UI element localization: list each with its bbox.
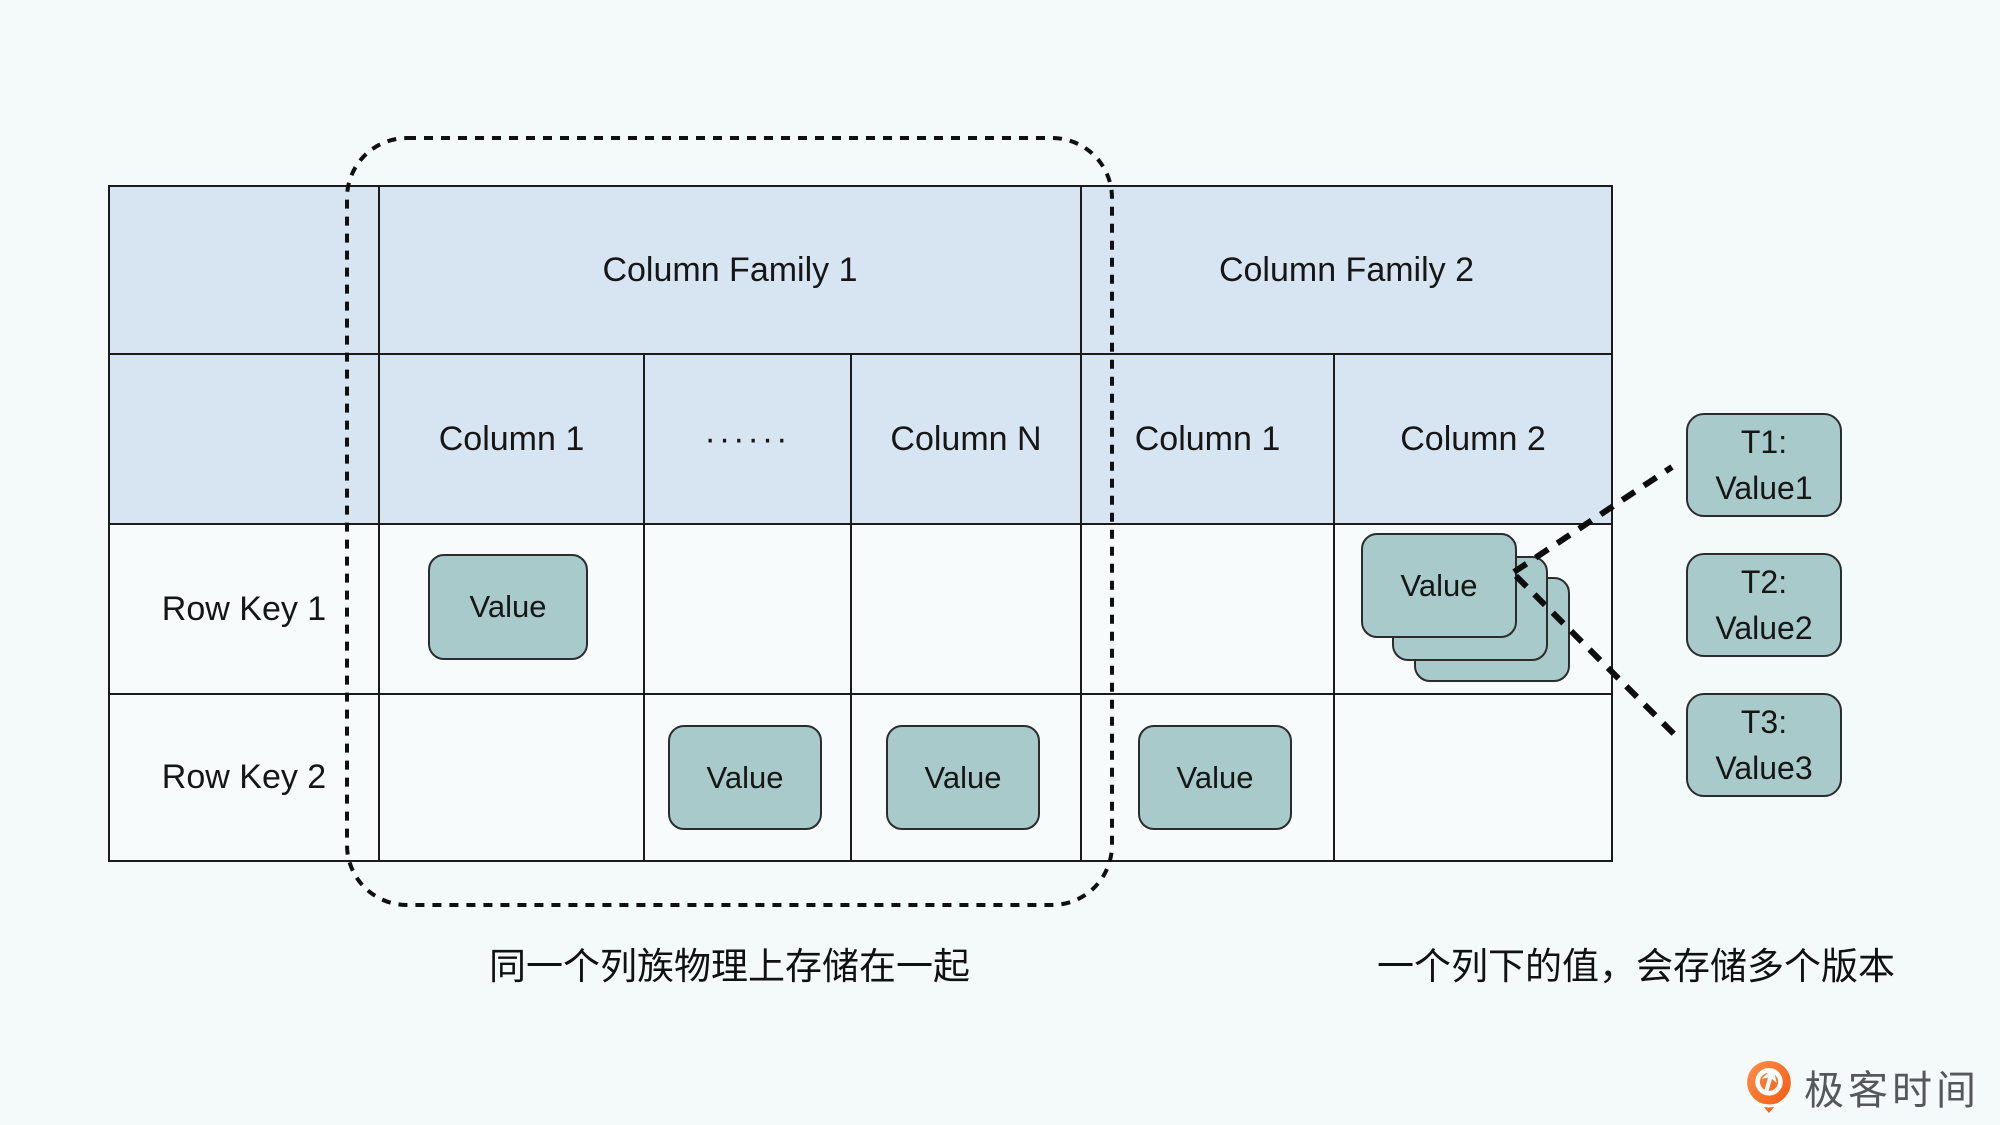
row-key-2-label: Row Key 2	[108, 693, 380, 862]
version-t3-value: Value3	[1715, 750, 1813, 786]
version-t1-value: Value1	[1715, 470, 1813, 506]
value-box-rk2-coln: Value	[886, 725, 1040, 830]
value-stack-front: Value	[1361, 533, 1517, 638]
geektime-pin-icon	[1747, 1061, 1791, 1113]
column-family-1-header: Column Family 1	[378, 185, 1082, 355]
version-t1-time: T1:	[1740, 424, 1788, 460]
geektime-logo: 极客时间	[1746, 1058, 1980, 1116]
cf1-ellipsis-header: ······	[643, 353, 852, 525]
value-box-rk2-cf2col1: Value	[1138, 725, 1292, 830]
corner-blank-cell-2	[108, 353, 380, 525]
hbase-storage-table: Column Family 1 Column Family 2 Column 1…	[108, 185, 1613, 862]
version-t3-time: T3:	[1740, 704, 1788, 740]
version-box-t1: T1: Value1	[1686, 413, 1842, 517]
cell-rk2-cf1c1	[378, 693, 645, 862]
version-box-t2: T2: Value2	[1686, 553, 1842, 657]
family-header-row: Column Family 1 Column Family 2	[108, 185, 1613, 355]
cell-rk1-cf1dots	[643, 523, 852, 695]
cf1-column-1-header: Column 1	[378, 353, 645, 525]
column-header-row: Column 1 ······ Column N Column 1 Column…	[108, 353, 1613, 525]
version-t2-value: Value2	[1715, 610, 1813, 646]
cf2-column-1-header: Column 1	[1080, 353, 1335, 525]
geektime-logo-text: 极客时间	[1804, 1069, 1980, 1113]
corner-blank-cell	[108, 185, 380, 355]
version-t2-time: T2:	[1740, 564, 1788, 600]
cell-rk1-cf2c1	[1080, 523, 1335, 695]
column-family-2-header: Column Family 2	[1080, 185, 1613, 355]
cell-rk2-cf2c2	[1333, 693, 1613, 862]
value-box-rk1-col1: Value	[428, 554, 588, 660]
row-key-2-row: Row Key 2	[108, 693, 1613, 862]
row-key-1-label: Row Key 1	[108, 523, 380, 695]
multi-version-caption: 一个列下的值，会存储多个版本	[1377, 946, 1895, 987]
cell-rk1-cf1cn	[850, 523, 1082, 695]
cf2-column-2-header: Column 2	[1333, 353, 1613, 525]
cf1-column-n-header: Column N	[850, 353, 1082, 525]
version-box-t3: T3: Value3	[1686, 693, 1842, 797]
value-box-rk2-ellipsis-col: Value	[668, 725, 822, 830]
column-family-caption: 同一个列族物理上存储在一起	[489, 946, 970, 987]
